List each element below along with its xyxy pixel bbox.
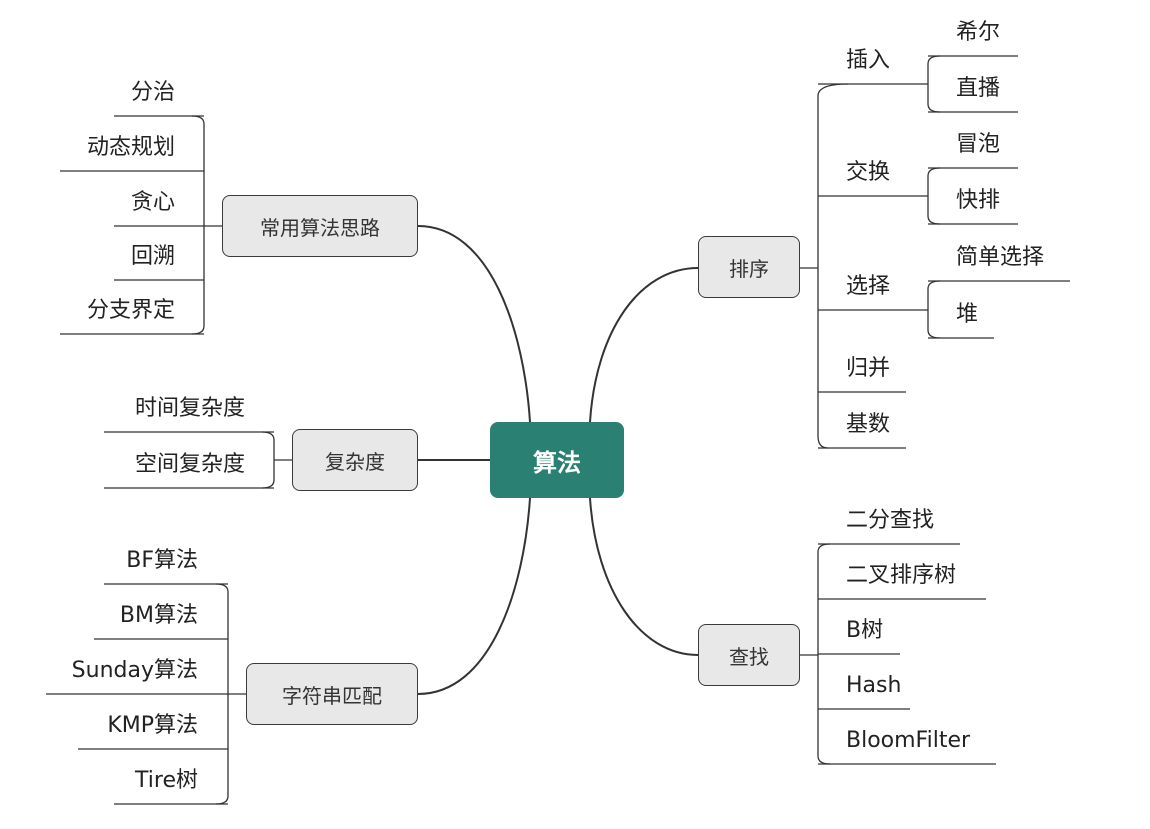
leaf-string-bf[interactable]: BF算法 (126, 548, 198, 573)
brace-sorting (817, 83, 849, 449)
leaf-exchange-kuaipai[interactable]: 快排 (956, 188, 1001, 213)
leaf-ideas-divide[interactable]: 分治 (130, 80, 175, 105)
leaf-ideas-bnb[interactable]: 分支界定 (86, 298, 175, 323)
leaf-insert-xier[interactable]: 希尔 (956, 20, 1001, 45)
leaf-complexity-space[interactable]: 空间复杂度 (134, 452, 245, 477)
leaf-search-bst[interactable]: 二叉排序树 (846, 563, 957, 588)
leaf-insert-zhibo[interactable]: 直播 (956, 76, 1001, 101)
brace-exchange (927, 167, 941, 225)
root-label: 算法 (533, 448, 581, 477)
leaf-string-sunday[interactable]: Sunday算法 (71, 658, 198, 683)
leaf-select-simple[interactable]: 简单选择 (956, 245, 1045, 270)
link-root-sorting (589, 267, 699, 423)
topic-string-match[interactable]: 字符串匹配 (246, 663, 418, 725)
leaf-search-btree[interactable]: B树 (846, 618, 884, 643)
topic-search-label: 查找 (729, 644, 769, 669)
topic-search[interactable]: 查找 (698, 624, 800, 686)
brace-complexity (261, 431, 275, 489)
root-node-algorithm[interactable]: 算法 (490, 422, 624, 498)
topic-string-match-label: 字符串匹配 (282, 683, 382, 708)
brace-select (927, 280, 941, 339)
leaf-search-binary[interactable]: 二分查找 (846, 508, 935, 533)
brace-ideas (191, 115, 205, 335)
topic-complexity[interactable]: 复杂度 (292, 429, 418, 491)
leaf-ideas-greedy[interactable]: 贪心 (130, 190, 175, 215)
link-root-search (589, 497, 699, 656)
topic-ideas-label: 常用算法思路 (260, 215, 380, 240)
topic-sorting[interactable]: 排序 (698, 236, 800, 298)
leaf-search-hash[interactable]: Hash (846, 673, 902, 698)
leaf-exchange-maopao[interactable]: 冒泡 (956, 132, 1001, 157)
subtopic-select[interactable]: 选择 (846, 274, 891, 299)
subtopic-insert[interactable]: 插入 (846, 48, 891, 73)
leaf-string-kmp[interactable]: KMP算法 (107, 713, 198, 738)
link-root-string (417, 497, 531, 695)
leaf-string-tire[interactable]: Tire树 (135, 768, 198, 793)
leaf-ideas-dp[interactable]: 动态规划 (86, 135, 175, 160)
subtopic-exchange[interactable]: 交换 (846, 160, 891, 185)
leaf-string-bm[interactable]: BM算法 (119, 603, 198, 628)
link-root-ideas (417, 225, 531, 423)
topic-complexity-label: 复杂度 (325, 449, 385, 474)
leaf-ideas-backtrack[interactable]: 回溯 (130, 244, 175, 269)
leaf-search-bloomfilter[interactable]: BloomFilter (846, 728, 971, 753)
brace-insert (927, 55, 941, 113)
subtopic-merge[interactable]: 归并 (846, 356, 891, 381)
leaf-complexity-time[interactable]: 时间复杂度 (134, 396, 245, 421)
subtopic-radix[interactable]: 基数 (846, 412, 891, 437)
topic-ideas[interactable]: 常用算法思路 (222, 195, 418, 257)
topic-sorting-label: 排序 (729, 256, 769, 281)
leaf-select-heap[interactable]: 堆 (956, 302, 979, 327)
